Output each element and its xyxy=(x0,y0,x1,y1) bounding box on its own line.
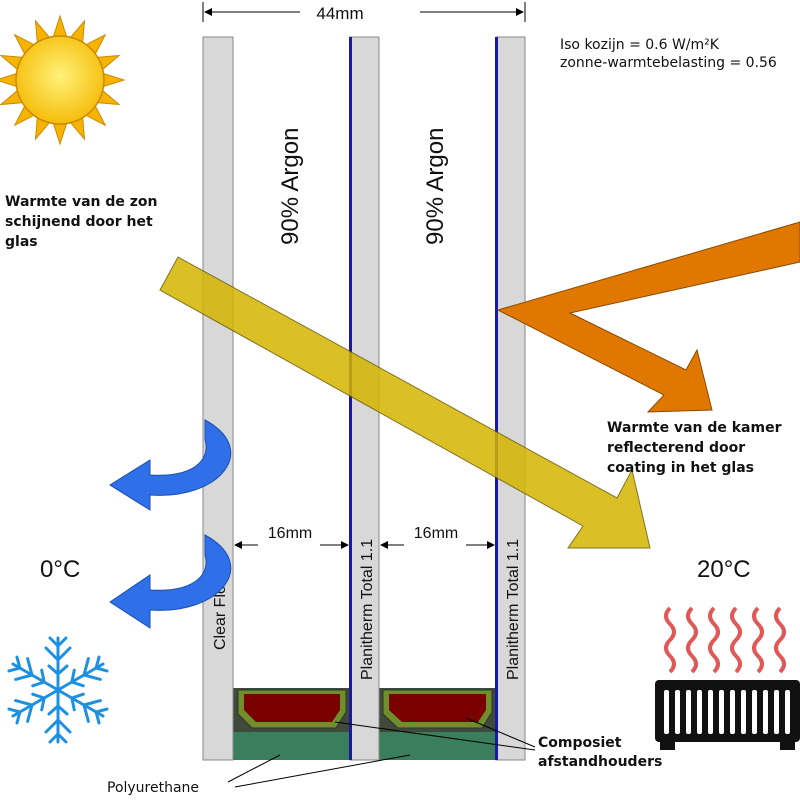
leader-lines xyxy=(227,717,536,788)
sun-icon xyxy=(0,14,126,146)
gap2-dimension: 16mm xyxy=(380,525,495,549)
cavity1-gas-label: 90% Argon xyxy=(277,128,304,245)
spacer-assembly-1 xyxy=(233,688,350,760)
spec-u-value: Iso kozijn = 0.6 W/m²K xyxy=(560,37,720,53)
glass-pane-clear-float xyxy=(202,36,234,761)
pane2-label: Planitherm Total 1.1 xyxy=(359,539,376,680)
outside-temperature: 0°C xyxy=(40,556,80,583)
gap2-label: 16mm xyxy=(414,525,458,542)
radiator-icon xyxy=(655,680,800,750)
total-width-label: 44mm xyxy=(316,4,363,23)
spec-solar-factor: zonne-warmtebelasting = 0.56 xyxy=(560,55,777,71)
gap1-label: 16mm xyxy=(268,525,312,542)
cold-air-arrows-icon xyxy=(109,419,232,629)
spacer-assembly-2 xyxy=(379,688,496,760)
sealant-label: Polyurethane xyxy=(107,780,199,796)
heat-waves-icon xyxy=(664,606,786,674)
room-heat-text-1: Warmte van de kamer xyxy=(607,420,782,436)
room-heat-reflection-arrow xyxy=(496,221,800,413)
cavity2-gas-label: 90% Argon xyxy=(422,128,449,245)
sun-heat-text-3: glas xyxy=(5,234,38,250)
low-e-coating-1 xyxy=(349,37,352,760)
sun-heat-text-1: Warmte van de zon xyxy=(5,194,157,210)
solar-heat-arrow xyxy=(159,256,651,549)
glass-pane-planitherm-2 xyxy=(495,36,526,761)
pane3-label: Planitherm Total 1.1 xyxy=(505,539,522,680)
sun-heat-text-2: schijnend door het xyxy=(5,214,153,230)
room-heat-text-2: reflecterend door xyxy=(607,440,745,456)
gap1-dimension: 16mm xyxy=(234,525,349,549)
inside-temperature: 20°C xyxy=(697,556,751,583)
spacer-label-2: afstandhouders xyxy=(538,754,662,770)
total-width-dimension: 44mm xyxy=(202,2,526,23)
snowflake-icon xyxy=(7,636,109,744)
room-heat-text-3: coating in het glas xyxy=(607,460,754,476)
low-e-coating-2 xyxy=(495,37,498,760)
spacer-label-1: Composiet xyxy=(538,735,622,751)
